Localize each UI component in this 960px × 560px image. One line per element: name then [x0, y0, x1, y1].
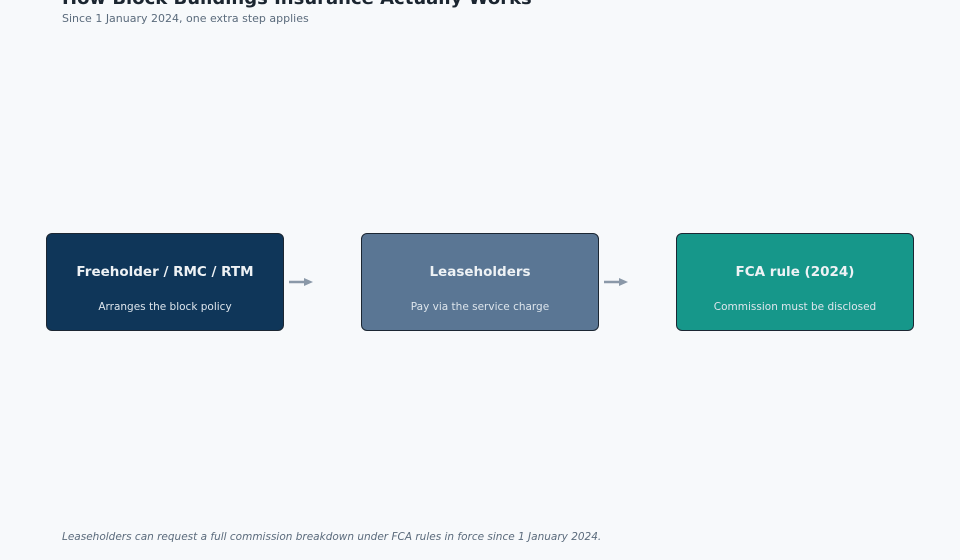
arrow-right-icon	[289, 278, 313, 286]
step-title: Leaseholders	[429, 264, 531, 280]
page-title: How Block Buildings Insurance Actually W…	[62, 0, 532, 10]
page-subtitle: Since 1 January 2024, one extra step app…	[62, 12, 309, 25]
step-fca-rule-box: FCA rule (2024) Commission must be discl…	[676, 233, 914, 331]
step-description: Arranges the block policy	[98, 301, 232, 313]
step-title: Freeholder / RMC / RTM	[76, 264, 254, 280]
footnote: Leaseholders can request a full commissi…	[62, 531, 602, 543]
step-freeholder-box: Freeholder / RMC / RTM Arranges the bloc…	[46, 233, 284, 331]
step-title: FCA rule (2024)	[735, 264, 855, 280]
step-description: Commission must be disclosed	[713, 301, 877, 313]
step-description: Pay via the service charge	[410, 301, 550, 313]
arrow-right-icon	[604, 278, 628, 286]
step-leaseholders-box: Leaseholders Pay via the service charge	[361, 233, 599, 331]
